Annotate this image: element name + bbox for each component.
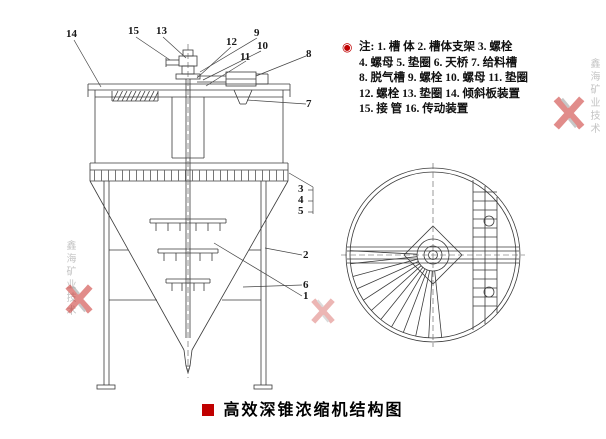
callout-14: 14 [66,28,77,40]
leader-lines [73,36,314,297]
legend-line: 15. 接 管 16. 传动装置 [359,103,469,115]
feed-box [197,71,269,105]
callout-8: 8 [306,48,312,60]
parts-legend: ◉ 注: 1. 槽 体 2. 槽体支架 3. 螺栓 4. 螺母 5. 垫圈 6.… [342,40,604,118]
title-bullet [202,404,215,416]
legend-marker-icon: ◉ [342,40,353,54]
callout-5: 5 [298,205,304,217]
legend-line: 注: 1. 槽 体 2. 槽体支架 3. 螺栓 [359,41,513,53]
title-text: 高效深锥浓缩机结构图 [223,402,404,419]
plan-view [341,163,525,347]
legend-line: 12. 螺栓 13. 垫圈 14. 倾斜板装置 [359,87,520,100]
drawing-title: 高效深锥浓缩机结构图 [0,396,606,420]
callout-4: 4 [298,194,304,206]
callout-2: 2 [303,249,309,261]
callout-7: 7 [306,98,312,110]
callout-11: 11 [240,51,251,63]
legend-line: 8. 脱气槽 9. 螺栓 10. 螺母 11. 垫圈 [359,72,528,84]
rake-fan [350,250,443,338]
legend-line: 4. 螺母 5. 垫圈 6. 天桥 7. 给料槽 [359,56,518,69]
callout-10: 10 [257,40,268,52]
callout-3: 3 [298,183,304,195]
callout-1: 1 [303,290,309,302]
inclined-plate-hatch [111,90,159,102]
callout-15: 15 [128,25,139,37]
side-view [87,44,291,390]
callout-6: 6 [303,279,309,291]
drive-assembly [165,49,201,80]
callout-13: 13 [156,25,167,37]
callout-9: 9 [254,27,260,39]
callout-12: 12 [226,36,237,48]
